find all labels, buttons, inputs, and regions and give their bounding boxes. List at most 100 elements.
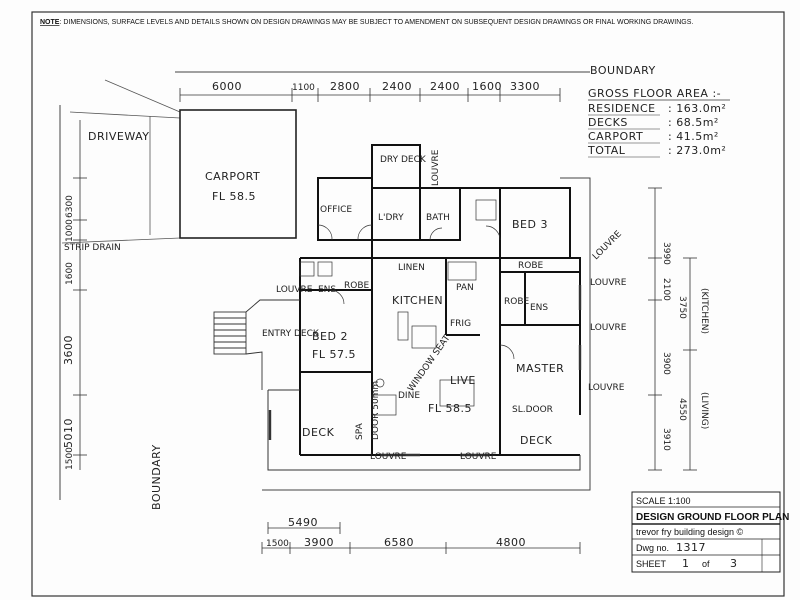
live-label: LIVE (450, 374, 476, 387)
pan-label: PAN (456, 283, 474, 293)
window-seat-label: WINDOW SEAT (406, 333, 453, 394)
door-swings (317, 224, 515, 360)
robe-left-label: ROBE (344, 281, 370, 291)
dim-right-outer-0: 3750 (677, 296, 687, 319)
dim-top-2: 2800 (330, 80, 360, 93)
top-dimension-labels: 6000 1100 2800 2400 2400 1600 3300 (212, 80, 540, 93)
live-fl-label: FL 58.5 (428, 402, 472, 415)
dry-deck-label: DRY DECK (380, 155, 427, 165)
sliding-door-label: SL.DOOR (512, 405, 553, 415)
title-block-dwg-label: Dwg no. (636, 543, 669, 553)
area-total-label: TOTAL (587, 144, 626, 157)
area-decks-value: : 68.5m² (668, 116, 719, 129)
bed3-label: BED 3 (512, 218, 548, 231)
louvre-right-3-label: LOUVRE (588, 383, 625, 393)
robe-master-label: ROBE (504, 297, 530, 307)
driveway (69, 79, 181, 235)
title-block-sheet-label: SHEET (636, 559, 667, 569)
house-walls (299, 144, 581, 456)
bed2-fl-label: FL 57.5 (312, 348, 356, 361)
title-block-scale: SCALE 1:100 (636, 496, 691, 506)
dim-right-3: 3910 (661, 428, 671, 451)
dim-right-outer-2: 4550 (677, 398, 687, 421)
area-carport-label: CARPORT (588, 130, 643, 143)
dim-top-0: 6000 (212, 80, 242, 93)
louvre-right-2-label: LOUVRE (590, 323, 627, 333)
dim-bottom-1: 3900 (304, 536, 334, 549)
dim-top-6: 3300 (510, 80, 540, 93)
master-label: MASTER (516, 362, 564, 375)
area-residence-label: RESIDENCE (588, 102, 656, 115)
dim-left-0: 6300 (65, 195, 75, 218)
dine-label: DINE (398, 391, 420, 401)
title-block-title: DESIGN GROUND FLOOR PLAN (636, 512, 789, 523)
laundry-label: L'DRY (378, 213, 404, 223)
title-block: SCALE 1:100 DESIGN GROUND FLOOR PLAN tre… (631, 491, 789, 573)
left-dimension-line (73, 120, 87, 470)
linen-label: LINEN (398, 263, 425, 273)
dim-bottom-upper-0: 5490 (288, 516, 318, 529)
dim-top-3: 2400 (382, 80, 412, 93)
louvre-right-1-label: LOUVRE (590, 278, 627, 288)
title-block-sheet-no: 1 (682, 557, 690, 570)
dim-top-5: 1600 (472, 80, 502, 93)
title-block-of-label: of (702, 559, 710, 569)
room-labels: OFFICE DRY DECK LOUVRE L'DRY BATH BED 3 … (262, 149, 627, 462)
kitchen-label: KITCHEN (392, 294, 443, 307)
title-block-sheet-total: 3 (730, 557, 738, 570)
dim-left-3: 3600 (62, 335, 75, 365)
dim-left-1: 1000 (65, 219, 75, 242)
boundary-left-label: BOUNDARY (150, 444, 163, 510)
carport-fl-label: FL 58.5 (212, 190, 256, 203)
site-boundary (59, 71, 591, 500)
area-heading: GROSS FLOOR AREA :- (588, 87, 721, 100)
driveway-label: DRIVEWAY (88, 130, 150, 143)
window-marks (268, 285, 582, 457)
right-dimension-labels: 3990 2100 3900 3910 3750 (KITCHEN) 4550 … (661, 242, 709, 451)
louvre-bottom-1-label: LOUVRE (370, 452, 407, 462)
carport-outline (179, 109, 297, 239)
carport-label: CARPORT (205, 170, 260, 183)
dim-left-4: 5010 (62, 418, 75, 448)
dim-right-outer-1: (KITCHEN) (699, 288, 709, 334)
dim-left-5: 1500 (65, 447, 75, 470)
dim-bottom-0: 1500 (266, 539, 289, 549)
strip-drain-line (61, 237, 181, 244)
strip-drain-label: STRIP DRAIN (64, 243, 121, 253)
robe-bed3-label: ROBE (518, 261, 544, 271)
louvre-bed3-label: LOUVRE (591, 229, 624, 262)
dim-left-2: 1600 (65, 262, 75, 285)
deck-right-label: DECK (520, 434, 553, 447)
bottom-dimension-labels: 5490 1500 3900 6580 4800 (266, 516, 526, 549)
louvre-ens-label: LOUVRE (276, 285, 313, 295)
dim-right-outer-3: (LIVING) (699, 392, 709, 429)
bottom-dimension-lines (261, 522, 581, 554)
deck-left-label: DECK (302, 426, 335, 439)
door-label: DOOR 50mm (371, 381, 381, 440)
note-text: NOTE: DIMENSIONS, SURFACE LEVELS AND DET… (40, 19, 693, 26)
area-schedule: GROSS FLOOR AREA :- RESIDENCE : 163.0m² … (587, 87, 730, 158)
sheet-border (31, 11, 785, 597)
area-decks-label: DECKS (588, 116, 628, 129)
dim-right-1: 2100 (661, 278, 671, 301)
bath-label: BATH (426, 213, 450, 223)
fixtures (299, 199, 497, 416)
dim-right-2: 3900 (661, 352, 671, 375)
spa-label: SPA (355, 422, 365, 440)
dim-top-4: 2400 (430, 80, 460, 93)
louvre-bottom-2-label: LOUVRE (460, 452, 497, 462)
bed2-label: BED 2 (312, 330, 348, 343)
louvre-top-label: LOUVRE (431, 149, 441, 186)
entry-stairs (213, 299, 300, 390)
office-label: OFFICE (320, 205, 352, 215)
dim-bottom-2: 6580 (384, 536, 414, 549)
ens-label: ENS (318, 285, 336, 295)
area-total-value: : 273.0m² (668, 144, 726, 157)
frig-label: FRIG (450, 319, 471, 329)
dim-right-0: 3990 (661, 242, 671, 265)
entry-deck-label: ENTRY DECK (262, 329, 320, 339)
boundary-top-label: BOUNDARY (590, 64, 656, 77)
title-block-dwg-no: 1317 (676, 541, 706, 554)
